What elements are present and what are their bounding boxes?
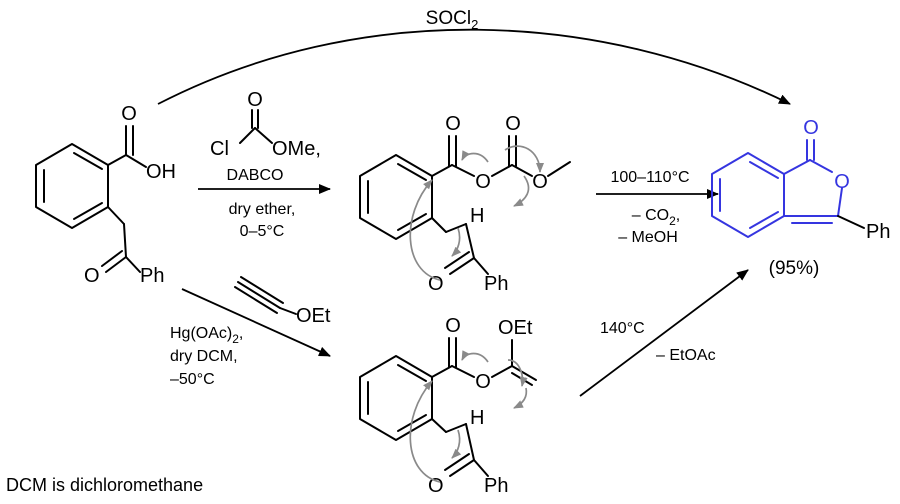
condition-text: 0–5°C [240,223,285,240]
methyl-chloroformate: O Cl OMe, [210,89,321,160]
ethoxyacetylene: OEt [234,276,331,327]
condition-text: –50°C [170,371,215,388]
reaction-arrow [579,269,749,397]
condition-text: 100–110°C [610,169,689,186]
atom-label: H [470,407,484,429]
atom-label: OEt [498,317,533,339]
atom-label: H [470,205,484,227]
atom-label: O [121,103,137,125]
atom-label: OH [146,161,176,183]
atom-label: OMe, [272,138,321,160]
atom-label: O [505,113,521,135]
atom-label: O [475,371,491,393]
atom-label: Ph [140,265,164,287]
atom-label: O [532,171,548,193]
atom-label: O [247,89,263,111]
condition-text: – CO2, [632,207,680,228]
atom-label: O [84,265,100,287]
condition-text: – MeOH [618,229,678,246]
atom-label: Ph [484,475,508,497]
atom-label: O [445,113,461,135]
condition-text: dry ether, [229,201,296,218]
condition-text: 140°C [600,320,645,337]
atom-label: O [428,273,444,295]
reaction-arrow [157,28,791,105]
mixed-anhydride-intermediate: O O O O H O Ph [359,113,571,295]
atom-label: O [475,171,491,193]
reaction-arrow [181,288,331,357]
atom-label: Cl [210,138,229,160]
condition-text: dry DCM, [170,348,238,365]
socl2-label: SOCl2 [426,8,479,32]
footnote: DCM is dichloromethane [6,475,203,495]
atom-label: OEt [296,305,331,327]
atom-label: Ph [484,273,508,295]
product-yield: (95%) [769,258,820,279]
enol-ester-intermediate: O O OEt H O Ph [359,315,537,497]
condition-text: – EtOAc [656,347,716,364]
condition-text: DABCO [227,167,284,184]
condition-text: Hg(OAc)2, [170,325,243,346]
product-isocoumarin: O O Ph [711,117,890,243]
atom-label: O [834,171,850,193]
atom-label: O [445,315,461,337]
atom-label: O [428,475,444,497]
atom-label: O [803,117,819,139]
atom-label: Ph [866,221,890,243]
starting-material: O OH O Ph [35,103,176,287]
